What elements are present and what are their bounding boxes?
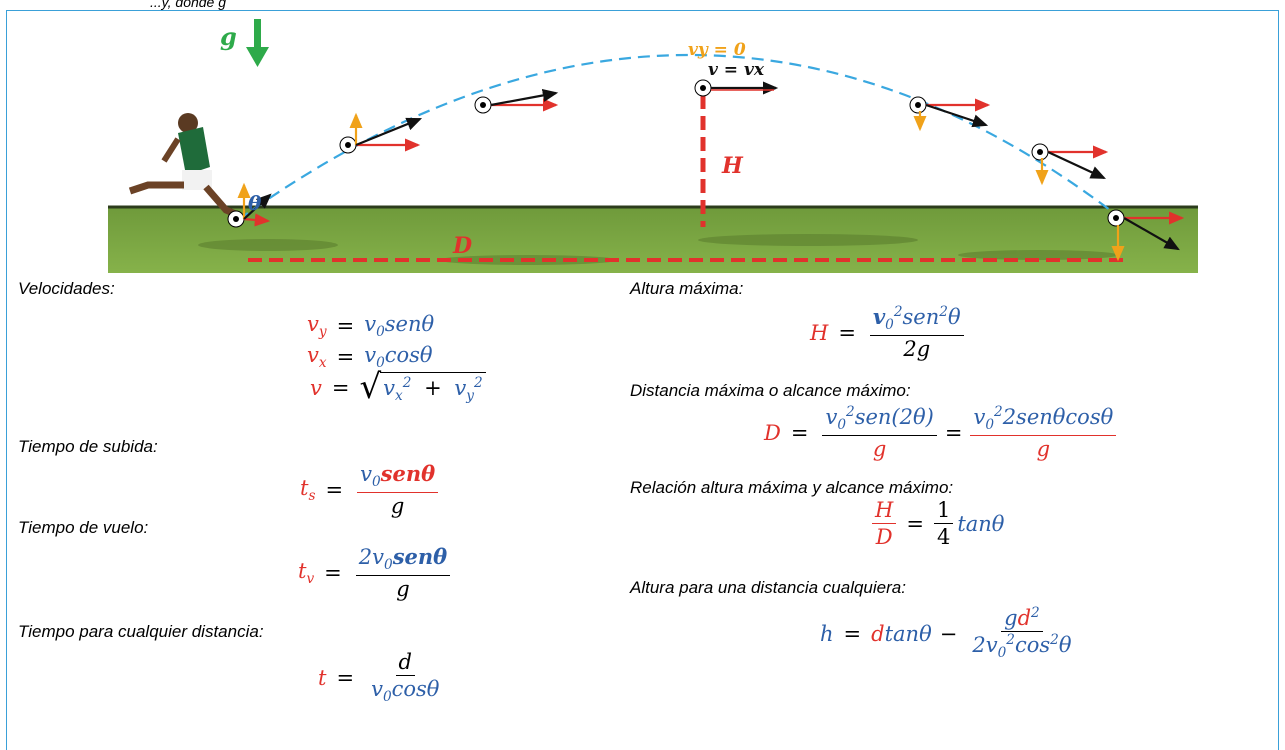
ball-top <box>694 79 712 97</box>
equation-tiempo-subida: ts = v0senθ g <box>300 461 442 518</box>
top-v-equals-vx-label: v = vx <box>708 60 765 80</box>
content-frame <box>6 10 1279 750</box>
velocidades-label: Velocidades: <box>18 279 115 298</box>
tiempo-subida-label: Tiempo de subida: <box>18 437 158 456</box>
equation-vx: vx = v0cosθ <box>307 343 433 372</box>
ball-end <box>1107 209 1125 227</box>
tiempo-cualquier-distancia-label: Tiempo para cualquier distancia: <box>18 622 264 641</box>
height-label: H <box>721 153 744 179</box>
equation-altura-maxima: H = v02sen2θ 2g <box>810 304 968 361</box>
top-text-fragment: ...y, donde g <box>150 0 227 10</box>
ball-3 <box>474 96 492 114</box>
altura-cualquiera-label: Altura para una distancia cualquiera: <box>630 578 906 597</box>
ball-2 <box>339 136 357 154</box>
altura-maxima-label: Altura máxima: <box>630 279 744 298</box>
ball-6 <box>1031 143 1049 161</box>
equation-tiempo-distancia: t = d v0cosθ <box>318 650 440 706</box>
projectile-diagram: g H D θ vy = 0 v = vx <box>108 19 1198 273</box>
equation-relacion: H D = 1 4 tanθ <box>868 498 1004 549</box>
trajectory <box>237 54 1124 221</box>
equation-tiempo-vuelo: tv = 2v0senθ g <box>298 544 454 601</box>
range-label: D <box>452 233 472 259</box>
gravity-label: g <box>220 22 237 51</box>
soccer-player <box>128 113 240 219</box>
tiempo-vuelo-label: Tiempo de vuelo: <box>18 518 149 537</box>
distancia-maxima-label: Distancia máxima o alcance máximo: <box>630 381 911 400</box>
equation-v-magnitude: v = √ vx2 + vy2 <box>310 370 486 404</box>
top-vy-zero-label: vy = 0 <box>688 40 746 60</box>
theta-label: θ <box>248 191 262 215</box>
ball-start <box>227 210 245 228</box>
ball-5 <box>909 96 927 114</box>
gravity-arrow <box>254 19 261 49</box>
equation-vy: vy = v0senθ <box>307 312 435 341</box>
relacion-label: Relación altura máxima y alcance máximo: <box>630 478 954 497</box>
equation-distancia-maxima: D = v02sen(2θ) g = v022senθcosθ g <box>764 404 1120 461</box>
